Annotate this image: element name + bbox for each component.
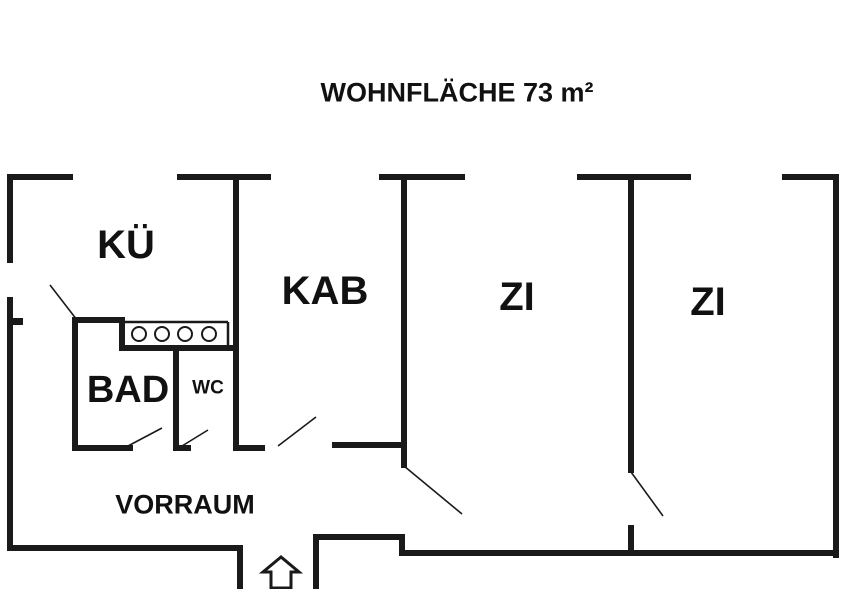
room-label-bathroom: BAD xyxy=(86,369,170,411)
bottom-wall-left xyxy=(7,545,243,589)
left-wall-mark xyxy=(11,318,23,325)
bottom-wall-right xyxy=(313,534,839,589)
shaft-circle xyxy=(201,326,217,342)
wall-bath xyxy=(72,317,133,451)
shaft-circle xyxy=(131,326,147,342)
ventilation-shaft xyxy=(131,326,217,342)
door-zi-2 xyxy=(630,471,664,517)
door-bath xyxy=(127,427,163,447)
top-wall-left xyxy=(7,174,73,263)
top-wall-right xyxy=(782,174,839,558)
shaft-circle xyxy=(154,326,170,342)
room-label-wc: WC xyxy=(192,377,224,399)
arrow-up-outline-icon xyxy=(258,555,304,589)
room-label-kitchen: KÜ xyxy=(97,223,155,267)
shaft-circle xyxy=(177,326,193,342)
door-kitchen xyxy=(49,284,78,321)
plan-title: WOHNFLÄCHE 73 m² xyxy=(320,77,594,108)
door-zi-1 xyxy=(403,465,463,515)
room-label-hallway: VORRAUM xyxy=(115,489,255,520)
room-label-room-2: ZI xyxy=(690,280,726,324)
door-wc xyxy=(181,429,209,447)
thin-lines xyxy=(122,320,230,348)
door-swings xyxy=(49,284,664,517)
walls xyxy=(7,174,839,589)
wall-shaft xyxy=(119,317,239,351)
room-label-cabinet: KAB xyxy=(281,269,369,313)
door-kab xyxy=(277,416,317,447)
room-label-room-1: ZI xyxy=(499,275,535,319)
